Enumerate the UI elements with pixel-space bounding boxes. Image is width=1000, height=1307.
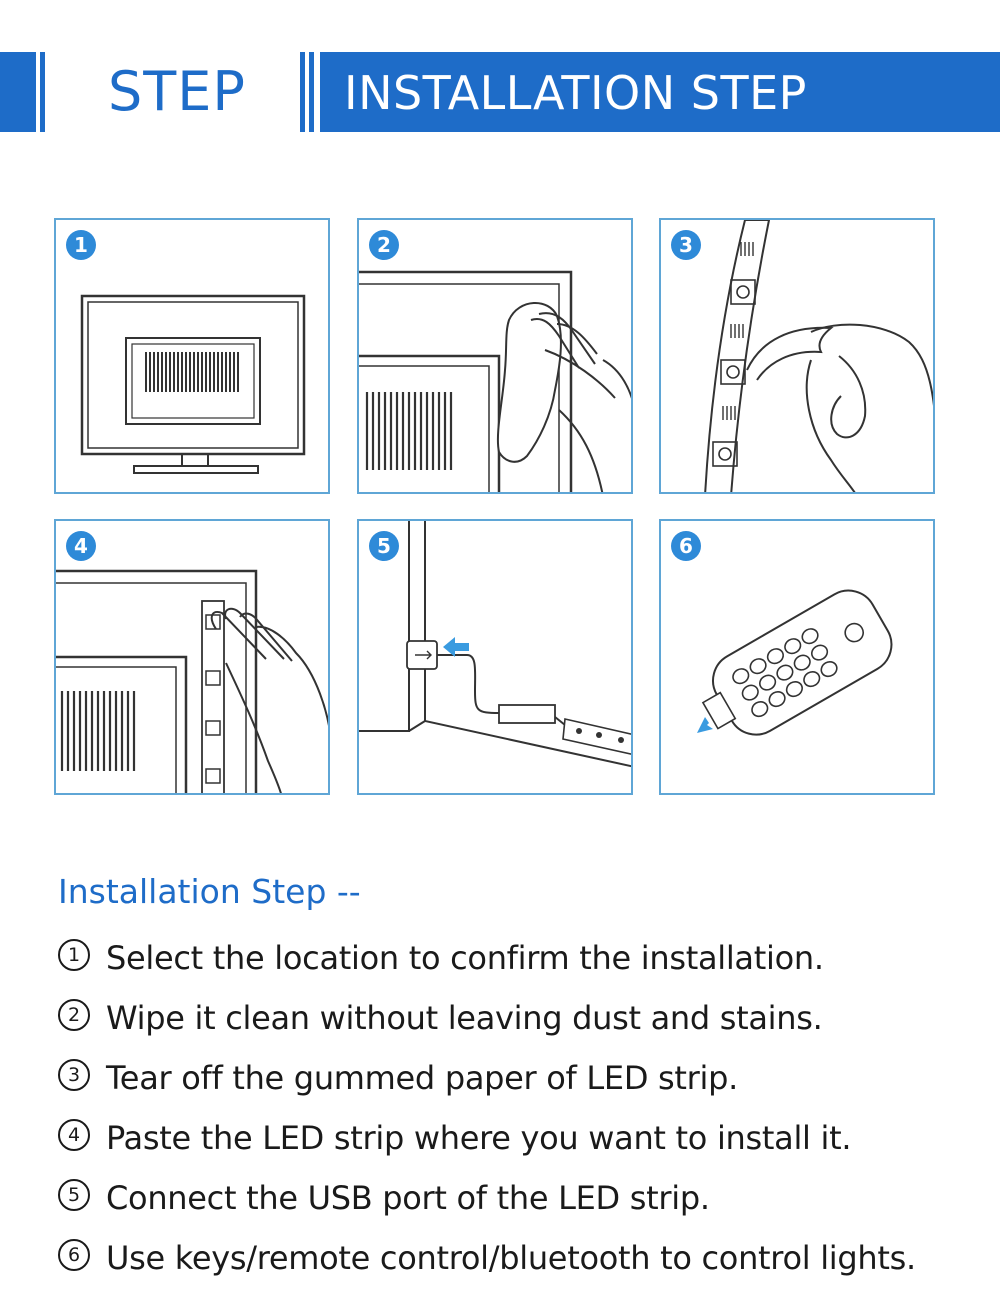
header-stripe (300, 52, 305, 132)
step-panel-2: 2 (357, 218, 633, 494)
header-banner: STEP INSTALLATION STEP (0, 52, 1000, 132)
peel-strip-icon (704, 220, 933, 492)
step-number-4: 4 (58, 1119, 90, 1151)
usb-connect-icon (359, 521, 631, 768)
instruction-item-6: 6 Use keys/remote control/bluetooth to co… (58, 1236, 916, 1280)
step-number-3: 3 (58, 1059, 90, 1091)
step-number-2: 2 (58, 999, 90, 1031)
step-panel-3: 3 (659, 218, 935, 494)
header-bar-right (320, 52, 1000, 132)
wipe-hand-icon (359, 270, 631, 492)
step-panel-5: 5 (357, 519, 633, 795)
instruction-item-3: 3 Tear off the gummed paper of LED strip. (58, 1056, 738, 1100)
step-panel-4: 4 (54, 519, 330, 795)
instruction-text-5: Connect the USB port of the LED strip. (106, 1179, 710, 1217)
instruction-text-4: Paste the LED strip where you want to in… (106, 1119, 852, 1157)
step-badge-4: 4 (66, 531, 96, 561)
step-number-5: 5 (58, 1179, 90, 1211)
step-badge-5: 5 (369, 531, 399, 561)
paste-strip-icon (56, 569, 328, 793)
instruction-text-6: Use keys/remote control/bluetooth to con… (106, 1239, 916, 1277)
instruction-text-3: Tear off the gummed paper of LED strip. (106, 1059, 738, 1097)
tv-monitor-icon (80, 294, 306, 474)
step-badge-2: 2 (369, 230, 399, 260)
step-panel-6: 6 (659, 519, 935, 795)
step-panel-1: 1 (54, 218, 330, 494)
step-number-6: 6 (58, 1239, 90, 1271)
instruction-item-5: 5 Connect the USB port of the LED strip. (58, 1176, 710, 1220)
header-bar-left (0, 52, 36, 132)
instruction-item-1: 1 Select the location to confirm the inst… (58, 936, 824, 980)
instructions-title: Installation Step -- (58, 872, 361, 911)
header-stripe (40, 52, 45, 132)
page-title: INSTALLATION STEP (344, 66, 807, 120)
step-badge-1: 1 (66, 230, 96, 260)
header-stripe (309, 52, 314, 132)
instruction-text-1: Select the location to confirm the insta… (106, 939, 824, 977)
step-badge-3: 3 (671, 230, 701, 260)
instruction-item-4: 4 Paste the LED strip where you want to i… (58, 1116, 852, 1160)
step-heading: STEP (108, 60, 246, 123)
remote-control-icon (697, 589, 893, 736)
step-badge-6: 6 (671, 531, 701, 561)
step-number-1: 1 (58, 939, 90, 971)
instruction-text-2: Wipe it clean without leaving dust and s… (106, 999, 823, 1037)
instruction-item-2: 2 Wipe it clean without leaving dust and … (58, 996, 823, 1040)
